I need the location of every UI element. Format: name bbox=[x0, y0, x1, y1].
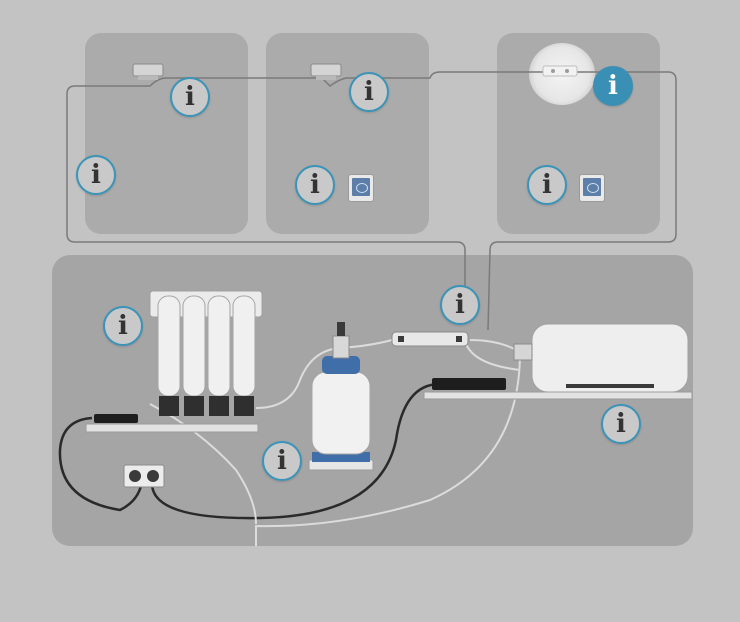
info-icon: i bbox=[310, 170, 320, 200]
info-hotspot-room-2-outlet[interactable]: i bbox=[349, 72, 389, 112]
info-hotspot-filter-unit[interactable]: i bbox=[103, 306, 143, 346]
thermostat-icon bbox=[348, 174, 374, 202]
info-hotspot-humidifier-unit[interactable]: i bbox=[601, 404, 641, 444]
ceiling-outlet-icon bbox=[132, 63, 164, 80]
info-icon: i bbox=[185, 82, 195, 112]
ceiling-outlet-icon bbox=[310, 63, 342, 80]
power-cable-left bbox=[58, 416, 144, 512]
water-tube-2 bbox=[469, 339, 521, 353]
info-hotspot-room-1-outlet[interactable]: i bbox=[170, 77, 210, 117]
uv-lamp-unit bbox=[391, 331, 469, 347]
info-hotspot-room-3-thermostat[interactable]: i bbox=[527, 165, 567, 205]
info-hotspot-room-2-thermostat[interactable]: i bbox=[295, 165, 335, 205]
info-icon: i bbox=[608, 71, 618, 101]
water-tube-4 bbox=[149, 403, 257, 525]
filter-shelf bbox=[85, 423, 259, 433]
humidifier-unit bbox=[513, 323, 689, 393]
water-tube-5 bbox=[464, 339, 521, 371]
wall-socket-icon bbox=[123, 464, 165, 488]
distribution-pipe-right bbox=[440, 71, 677, 331]
water-tube-1 bbox=[255, 339, 393, 409]
pressure-tank bbox=[308, 322, 374, 471]
info-icon: i bbox=[455, 290, 465, 320]
info-icon: i bbox=[118, 311, 128, 341]
power-adapter-right bbox=[432, 378, 506, 390]
room-panel-2 bbox=[266, 33, 429, 234]
power-adapter-left bbox=[94, 414, 138, 423]
filter-cartridges bbox=[157, 295, 256, 416]
distribution-pipe-left bbox=[66, 71, 466, 300]
info-icon: i bbox=[542, 170, 552, 200]
info-hotspot-uv-lamp[interactable]: i bbox=[440, 285, 480, 325]
thermostat-icon bbox=[579, 174, 605, 202]
info-hotspot-room-3-outlet[interactable]: i bbox=[593, 66, 633, 106]
info-hotspot-pressure-tank[interactable]: i bbox=[262, 441, 302, 481]
ceiling-outlet-icon bbox=[542, 65, 578, 77]
info-hotspot-room-1-pipe[interactable]: i bbox=[76, 155, 116, 195]
info-icon: i bbox=[616, 409, 626, 439]
info-icon: i bbox=[277, 446, 287, 476]
info-icon: i bbox=[91, 160, 101, 190]
humidifier-shelf bbox=[423, 391, 693, 400]
water-tube-3 bbox=[255, 351, 521, 546]
info-icon: i bbox=[364, 77, 374, 107]
room-panel-1 bbox=[85, 33, 248, 234]
power-cable-right bbox=[150, 382, 441, 520]
